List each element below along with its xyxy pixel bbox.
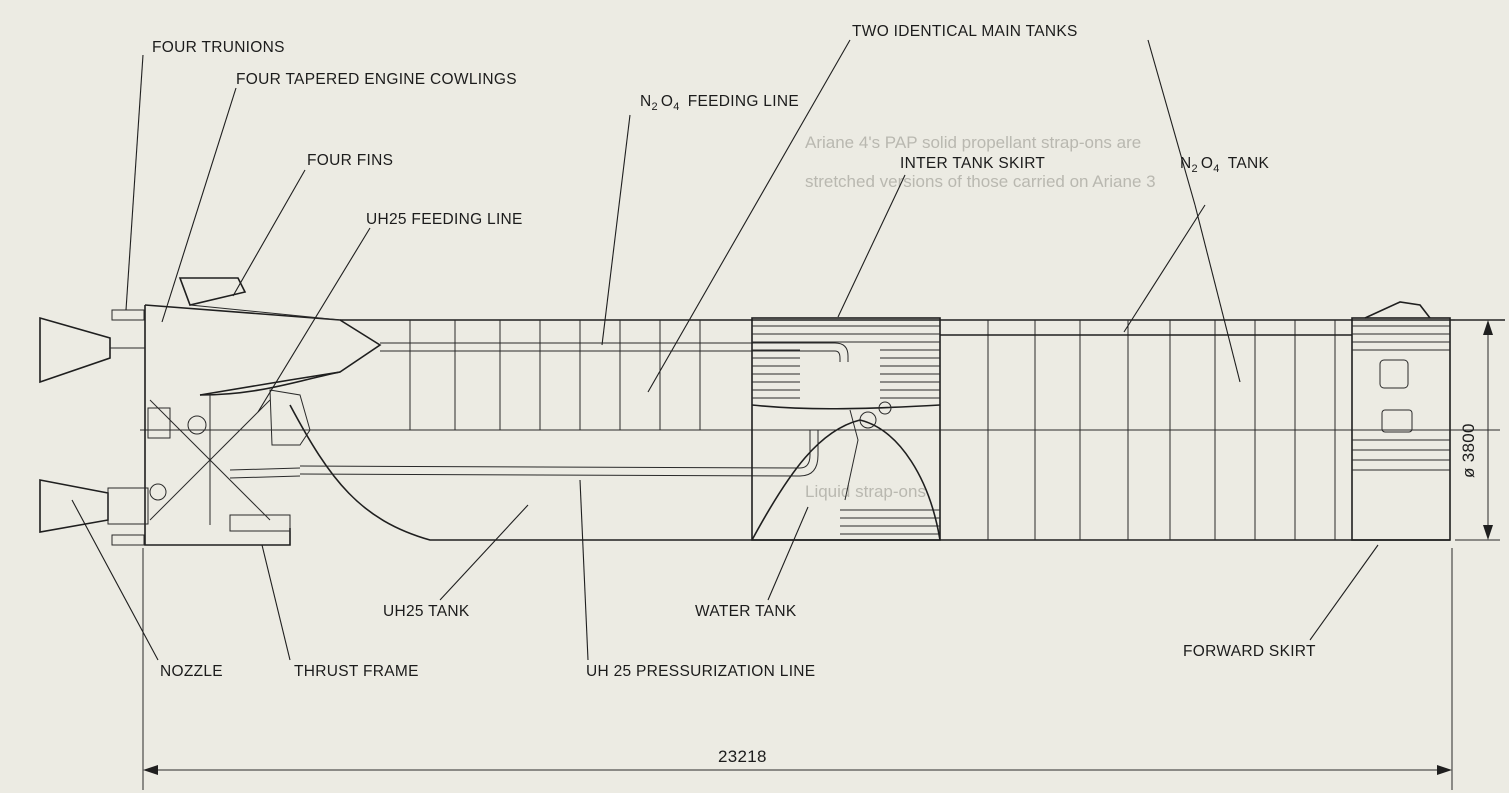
label-uh25-tank: UH25 TANK bbox=[383, 603, 470, 620]
lower-engine-block bbox=[107, 487, 149, 525]
label-thrust-frame: THRUST FRAME bbox=[294, 663, 419, 680]
leader-cowlings bbox=[161, 87, 237, 323]
water-tank-dome bbox=[751, 419, 941, 541]
dimension-diameter: ø 3800 bbox=[1455, 319, 1500, 541]
bleed-text-c: Liquid strap-ons bbox=[805, 482, 926, 501]
lower-trunion bbox=[111, 534, 145, 546]
leader-uh25-tank bbox=[439, 504, 529, 601]
leader-inter-tank-skirt bbox=[837, 174, 906, 318]
labels: FOUR TRUNIONS FOUR TAPERED ENGINE COWLIN… bbox=[152, 23, 1316, 680]
leader-four-trunions bbox=[125, 54, 144, 311]
leader-uh25-feeding-line bbox=[257, 227, 371, 413]
label-uh25-pressurization-line: UH 25 PRESSURIZATION LINE bbox=[586, 663, 815, 680]
label-four-trunions: FOUR TRUNIONS bbox=[152, 39, 285, 56]
water-feed-line bbox=[844, 409, 859, 501]
bleed-text-a: Ariane 4's PAP solid propellant strap-on… bbox=[805, 133, 1141, 152]
lower-nozzle bbox=[39, 479, 109, 533]
leader-nozzle bbox=[71, 499, 159, 661]
leader-pressurization-line bbox=[579, 479, 589, 661]
fin-root bbox=[189, 304, 341, 321]
thrust-frame-internals bbox=[147, 389, 311, 532]
n2o4-feed-pipe bbox=[380, 342, 849, 362]
label-forward-skirt: FORWARD SKIRT bbox=[1183, 643, 1316, 660]
label-water-tank: WATER TANK bbox=[695, 603, 797, 620]
fin bbox=[178, 277, 247, 306]
aft-frame-outline bbox=[144, 305, 291, 546]
leader-n2o4-tank-b bbox=[1194, 204, 1241, 383]
label-two-identical-main-tanks: TWO IDENTICAL MAIN TANKS bbox=[852, 23, 1078, 40]
upper-engine-cowling bbox=[144, 304, 382, 396]
leader-fins bbox=[232, 169, 306, 297]
label-inter-tank-skirt: INTER TANK SKIRT bbox=[900, 155, 1045, 172]
forward-skirt bbox=[1351, 301, 1451, 541]
forward-skirt-fairing bbox=[1364, 301, 1431, 319]
label-four-fins: FOUR FINS bbox=[307, 152, 393, 169]
label-nozzle: NOZZLE bbox=[160, 663, 223, 680]
leader-main-tanks-2 bbox=[1147, 39, 1196, 206]
diameter-dimension-label: ø 3800 bbox=[1459, 423, 1478, 478]
leader-n2o4-feeding-line bbox=[601, 114, 631, 346]
n2o4-tank-ring-frames bbox=[940, 320, 1352, 540]
cowling-inner-curve bbox=[199, 371, 341, 396]
label-uh25-feeding-line: UH25 FEEDING LINE bbox=[366, 211, 523, 228]
upper-nozzle bbox=[39, 316, 111, 384]
leader-water-tank bbox=[767, 506, 809, 601]
leader-lines bbox=[71, 39, 1379, 661]
dimension-length: 23218 bbox=[142, 548, 1453, 790]
leader-thrust-frame bbox=[261, 544, 291, 661]
tank-dome-upper bbox=[751, 404, 941, 410]
rocket-body bbox=[39, 277, 1505, 546]
uh25-pressurization-pipe bbox=[299, 430, 819, 477]
inter-tank-skirt bbox=[751, 317, 941, 541]
uh25-tank-dome bbox=[289, 404, 752, 541]
leader-n2o4-tank-a bbox=[1123, 204, 1206, 333]
background-bleed-text: Ariane 4's PAP solid propellant strap-on… bbox=[805, 133, 1156, 501]
upper-trunion bbox=[111, 309, 145, 321]
uh25-tank-ring-frames bbox=[409, 320, 701, 430]
bleed-text-b: stretched versions of those carried on A… bbox=[805, 172, 1156, 191]
leader-forward-skirt bbox=[1309, 544, 1379, 641]
length-dimension-label: 23218 bbox=[718, 747, 767, 766]
label-four-tapered-engine-cowlings: FOUR TAPERED ENGINE COWLINGS bbox=[236, 71, 517, 88]
leader-main-tanks-1 bbox=[647, 39, 851, 393]
